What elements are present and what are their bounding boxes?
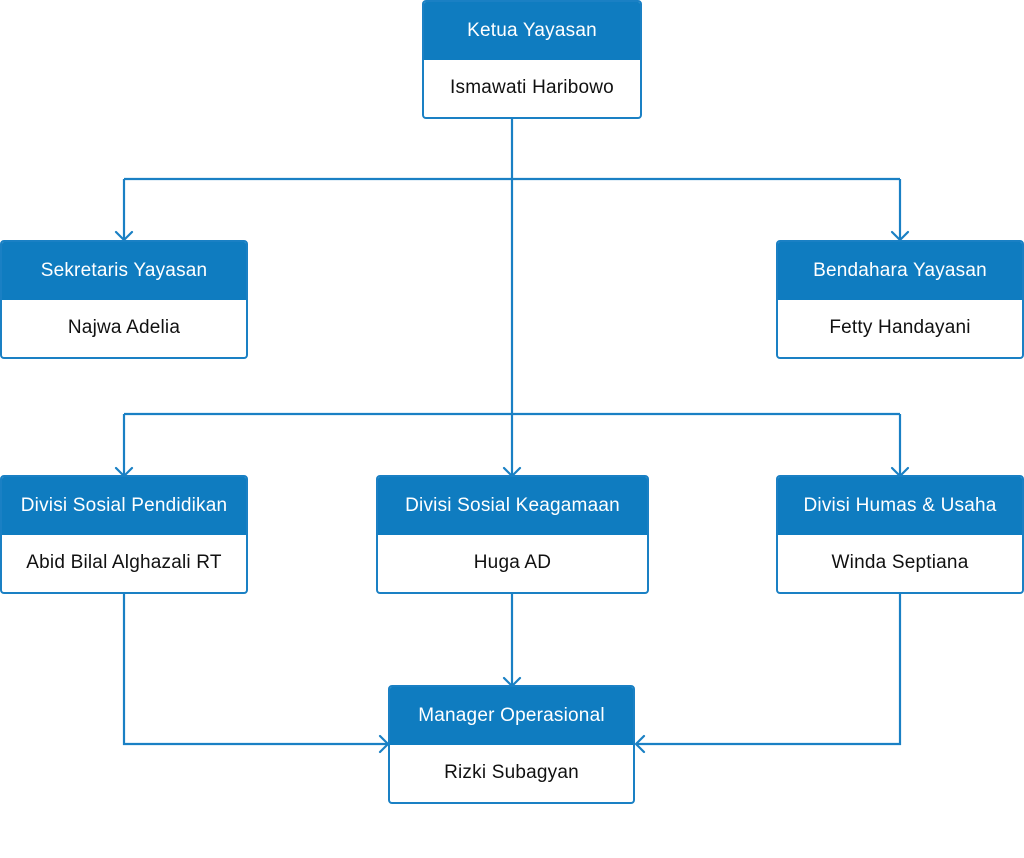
arrowhead-manager-right xyxy=(634,734,646,754)
node-person-name: Najwa Adelia xyxy=(67,317,181,338)
node-divisi-humas-usaha: Divisi Humas & Usaha Winda Septiana xyxy=(776,475,1024,594)
node-title: Divisi Sosial Keagamaan xyxy=(378,477,647,535)
node-person-name: Fetty Handayani xyxy=(829,317,971,338)
node-title: Bendahara Yayasan xyxy=(778,242,1022,300)
node-sekretaris-yayasan: Sekretaris Yayasan Najwa Adelia xyxy=(0,240,248,359)
connector-humas-to-manager xyxy=(636,593,902,746)
node-title: Manager Operasional xyxy=(390,687,633,745)
node-person-name: Rizki Subagyan xyxy=(444,762,579,783)
connector-pendidikan-to-manager xyxy=(122,593,388,746)
node-title: Sekretaris Yayasan xyxy=(2,242,246,300)
node-manager-operasional: Manager Operasional Rizki Subagyan xyxy=(388,685,635,804)
node-divisi-sosial-keagamaan: Divisi Sosial Keagamaan Huga AD xyxy=(376,475,649,594)
node-person-name: Winda Septiana xyxy=(831,552,969,573)
node-person-name: Abid Bilal Alghazali RT xyxy=(26,552,222,573)
node-divisi-sosial-pendidikan: Divisi Sosial Pendidikan Abid Bilal Algh… xyxy=(0,475,248,594)
node-person-name: Huga AD xyxy=(473,552,552,573)
node-title: Divisi Humas & Usaha xyxy=(778,477,1022,535)
node-ketua-yayasan: Ketua Yayasan Ismawati Haribowo xyxy=(422,0,642,119)
node-title: Ketua Yayasan xyxy=(424,2,640,60)
node-bendahara-yayasan: Bendahara Yayasan Fetty Handayani xyxy=(776,240,1024,359)
node-title: Divisi Sosial Pendidikan xyxy=(2,477,246,535)
node-person-name: Ismawati Haribowo xyxy=(450,77,614,98)
